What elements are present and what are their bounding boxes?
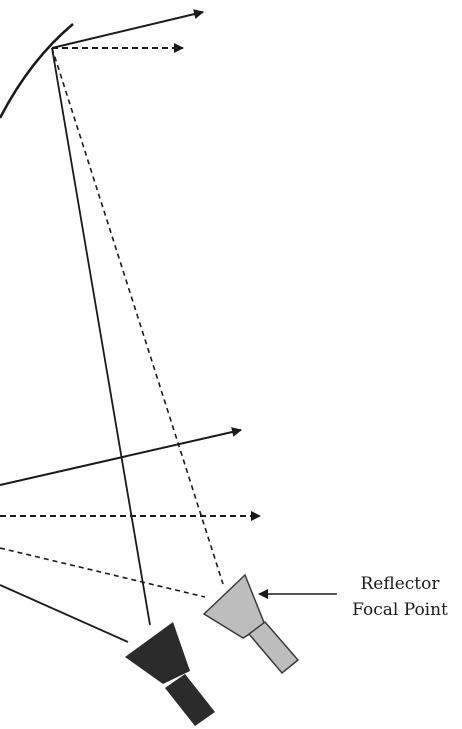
dark-feed-horn-waveguide	[165, 674, 215, 726]
incident-ray-dashed-top	[51, 47, 224, 585]
focal-point-label-line1: Reflector	[360, 574, 440, 594]
dark-feed-horn	[125, 622, 215, 726]
incident-ray-dashed-lower	[0, 547, 206, 598]
focal-feed-horn-waveguide	[247, 620, 300, 675]
incident-ray-solid-top	[51, 47, 151, 626]
focal-feed-horn	[202, 573, 300, 675]
reflector-dish-edge	[0, 23, 74, 119]
incident-ray-solid-lower	[0, 584, 129, 643]
focal-point-label-line2: Focal Point	[352, 600, 448, 620]
reflected-ray-solid-top	[51, 9, 204, 49]
dark-feed-horn-mouth	[125, 622, 190, 684]
reflected-ray-solid-lower	[0, 427, 242, 486]
